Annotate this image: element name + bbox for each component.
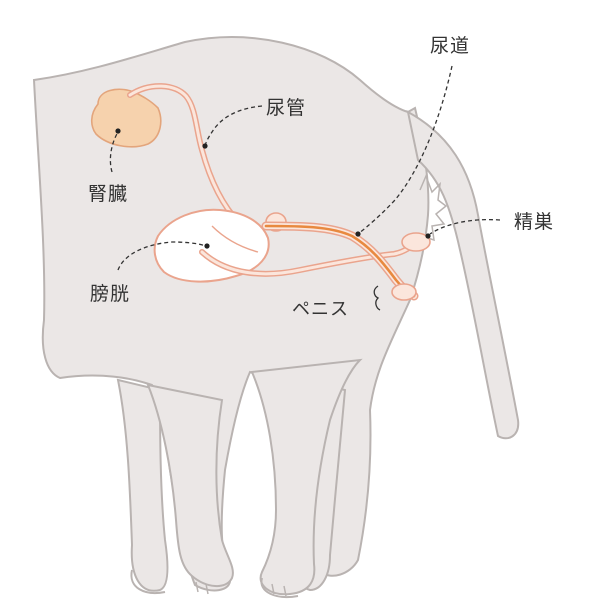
kidney-shape: [90, 88, 162, 148]
label-penis: ペニス: [292, 299, 349, 320]
kidney: [90, 88, 162, 148]
testis: [401, 232, 431, 252]
bladder-outline: [153, 208, 270, 283]
cat-near-hind-leg: [250, 358, 363, 596]
cat-tail: [406, 110, 520, 440]
cat-body: [32, 36, 520, 598]
label-kidney: 腎臓: [88, 183, 128, 205]
ureter: [127, 83, 243, 227]
cat-front-paw: [130, 569, 166, 594]
penis-tip: [391, 283, 417, 301]
label-bladder: 膀胱: [90, 283, 130, 305]
paw-toe-lines: [195, 581, 287, 597]
cat-fur-tuft: [419, 173, 448, 242]
label-ureter: 尿管: [266, 97, 306, 119]
cat-hind-paw: [260, 577, 299, 598]
vas-deferens: [199, 237, 419, 277]
label-urethra: 尿道: [430, 35, 470, 57]
label-testis: 精巣: [514, 211, 554, 233]
leader-lines: [109, 65, 501, 311]
cat-far-front-leg: [116, 378, 169, 592]
cat-near-front-leg: [146, 383, 234, 587]
bladder: [153, 208, 270, 283]
